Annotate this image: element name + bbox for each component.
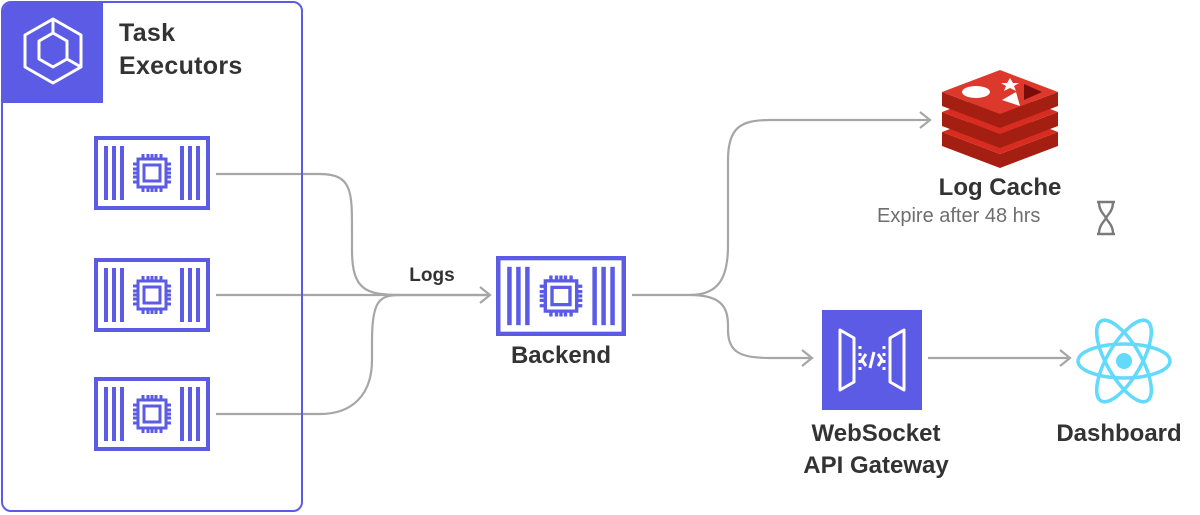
executor-instance-2-icon <box>94 258 210 332</box>
redis-icon <box>942 70 1058 168</box>
group-title-line2: Executors <box>119 52 243 80</box>
group-title: Task Executors <box>119 17 243 83</box>
log-cache-label: Log Cache <box>938 174 1062 201</box>
connector-backend-to-gateway <box>689 293 810 360</box>
connector-backend-to-cache <box>632 118 928 297</box>
arrowhead-backend <box>479 286 492 304</box>
arrowhead-gateway <box>801 349 814 367</box>
logs-edge-label: Logs <box>409 265 455 286</box>
log-cache-expiry-text: Expire after 48 hrs <box>877 205 1041 227</box>
dashboard-label: Dashboard <box>1056 420 1182 447</box>
connector-executor-1-to-backend <box>216 172 488 297</box>
arrowhead-dashboard <box>1059 349 1072 367</box>
ecs-cluster-icon <box>3 3 103 103</box>
executor-instance-3-icon <box>94 377 210 451</box>
backend-instance-icon <box>496 256 626 336</box>
react-icon <box>1076 318 1172 404</box>
task-executors-group: Task Executors <box>1 1 303 512</box>
group-title-line1: Task <box>119 19 176 47</box>
backend-label: Backend <box>510 342 612 369</box>
api-gateway-icon <box>822 310 922 410</box>
arrowhead-cache <box>919 111 932 129</box>
gateway-label-line1: WebSocket <box>811 420 941 447</box>
connector-executor-3-to-backend <box>216 293 401 416</box>
gateway-label-line2: API Gateway <box>803 452 949 479</box>
executor-instance-1-icon <box>94 136 210 210</box>
hourglass-icon <box>1097 200 1115 236</box>
